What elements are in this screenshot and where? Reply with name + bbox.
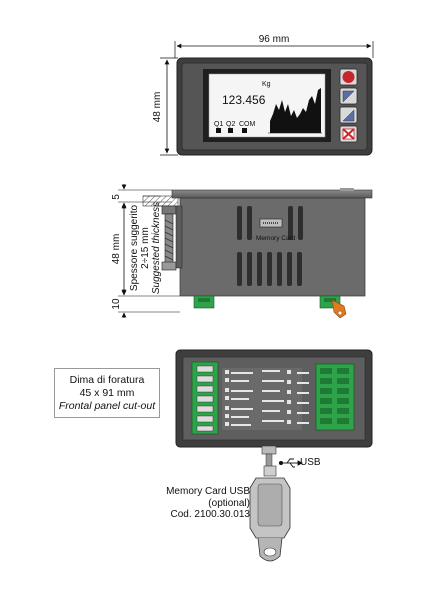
- memory-card-caption-line3: Cod. 2100.30.013: [170, 509, 250, 520]
- status-q2: Q2: [226, 121, 235, 128]
- cutout-size: 45 x 91 mm: [79, 387, 135, 399]
- memory-card-caption: Memory Card USB (optional) Cod. 2100.30.…: [150, 486, 250, 521]
- side-height-dimension: 48 mm: [111, 234, 122, 265]
- mounting-clamp: [161, 205, 183, 271]
- display-unit: Kg: [262, 81, 271, 88]
- memory-card-label: Memory Card: [256, 235, 296, 242]
- rear-view: [175, 349, 373, 562]
- status-led-q2: [228, 128, 233, 133]
- side-view: 5 48 mm 10 Spessore suggerito 2÷15 mm Su…: [111, 184, 373, 319]
- status-led-q1: [216, 128, 221, 133]
- memory-card-usb-stick: [249, 465, 291, 562]
- triangle-up-right-icon: [342, 109, 355, 122]
- memory-card-caption-line2: (optional): [208, 497, 250, 509]
- width-dimension: 96 mm: [259, 34, 290, 45]
- thickness-label-it: Spessore suggerito: [129, 204, 140, 291]
- rear-terminal-left: [191, 361, 219, 435]
- front-view: 96 mm 48 mm Kg 123.456 Q1 Q2 COM: [152, 34, 374, 156]
- usb-port: [261, 445, 277, 455]
- status-q1: Q1: [214, 121, 223, 128]
- triangle-down-left-icon: [342, 90, 355, 103]
- thickness-label-en: Suggested thickness: [151, 202, 162, 294]
- circle-icon: [342, 71, 355, 83]
- side-vents: [237, 206, 303, 286]
- status-com: COM: [239, 121, 256, 128]
- cutout-info-box: Dima di foratura 45 x 91 mm Frontal pane…: [54, 368, 160, 418]
- cutout-title: Dima di foratura: [69, 374, 145, 386]
- trend-graph: [270, 88, 321, 133]
- side-bezel: [171, 189, 373, 199]
- height-dimension: 48 mm: [152, 92, 163, 123]
- front-buttons: [339, 68, 358, 143]
- bottom-offset-dimension: 10: [111, 298, 122, 310]
- memory-card-caption-line1: Memory Card USB: [166, 486, 250, 497]
- usb-label: USB: [300, 457, 321, 468]
- side-body: [179, 197, 366, 297]
- mounting-panel: [142, 195, 179, 207]
- cross-icon: [342, 128, 355, 140]
- usb-icon: [278, 458, 304, 468]
- top-offset-dimension: 5: [111, 194, 122, 200]
- cutout-label-en: Frontal panel cut-out: [58, 400, 156, 412]
- display-value: 123.456: [222, 93, 266, 107]
- thickness-range: 2÷15 mm: [140, 227, 151, 269]
- rear-terminal-right: [315, 363, 355, 431]
- orange-connector: [331, 299, 347, 319]
- status-led-com: [242, 128, 247, 133]
